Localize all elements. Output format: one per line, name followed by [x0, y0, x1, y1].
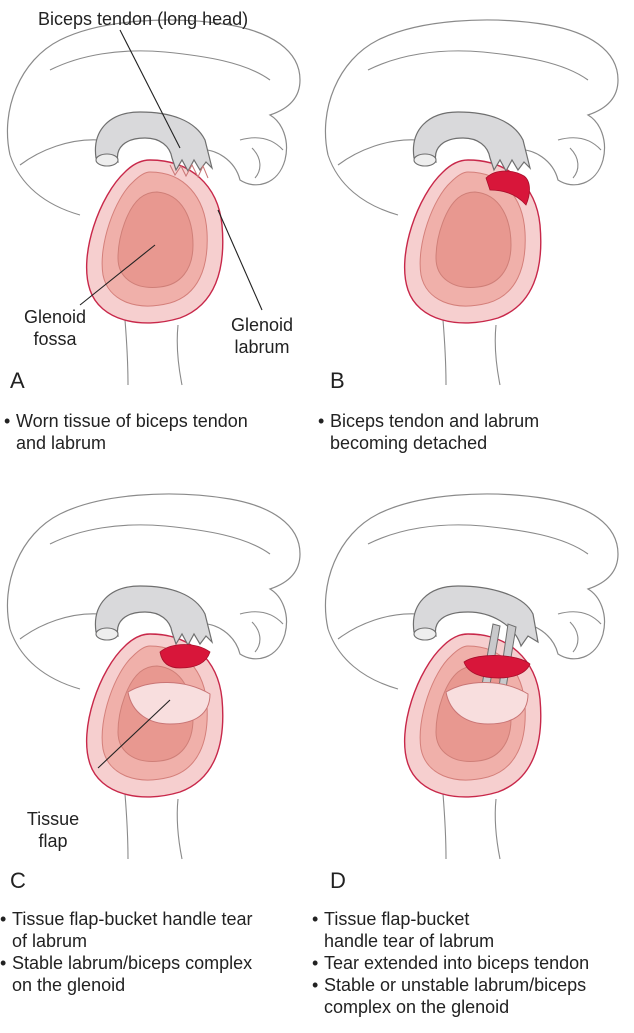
- panel-c-letter: C: [10, 869, 26, 893]
- glenoid-fossa-line-1: Glenoid: [15, 306, 95, 328]
- tissue-flap-line-2: flap: [18, 830, 88, 852]
- glenoid-labrum-label: Glenoid labrum: [222, 314, 302, 358]
- panel-a-letter: A: [10, 369, 25, 393]
- tissue-flap-label: Tissue flap: [18, 808, 88, 852]
- glenoid-labrum-line-2: labrum: [222, 336, 302, 358]
- caption-item: Stable or unstable labrum/bicepscomplex …: [312, 974, 589, 1018]
- panel-b-letter: B: [330, 369, 345, 393]
- biceps-tendon-label: Biceps tendon (long head): [38, 8, 248, 30]
- glenoid-labrum-line-1: Glenoid: [222, 314, 302, 336]
- panel-d-letter: D: [330, 869, 346, 893]
- glenoid-fossa-line-2: fossa: [15, 328, 95, 350]
- panel-b-drawing: [325, 20, 618, 385]
- panel-d-drawing: [325, 494, 618, 859]
- tissue-flap-line-1: Tissue: [18, 808, 88, 830]
- panel-c-drawing: [7, 494, 300, 859]
- caption-item: Tear extended into biceps tendon: [312, 952, 589, 974]
- glenoid-fossa-label: Glenoid fossa: [15, 306, 95, 350]
